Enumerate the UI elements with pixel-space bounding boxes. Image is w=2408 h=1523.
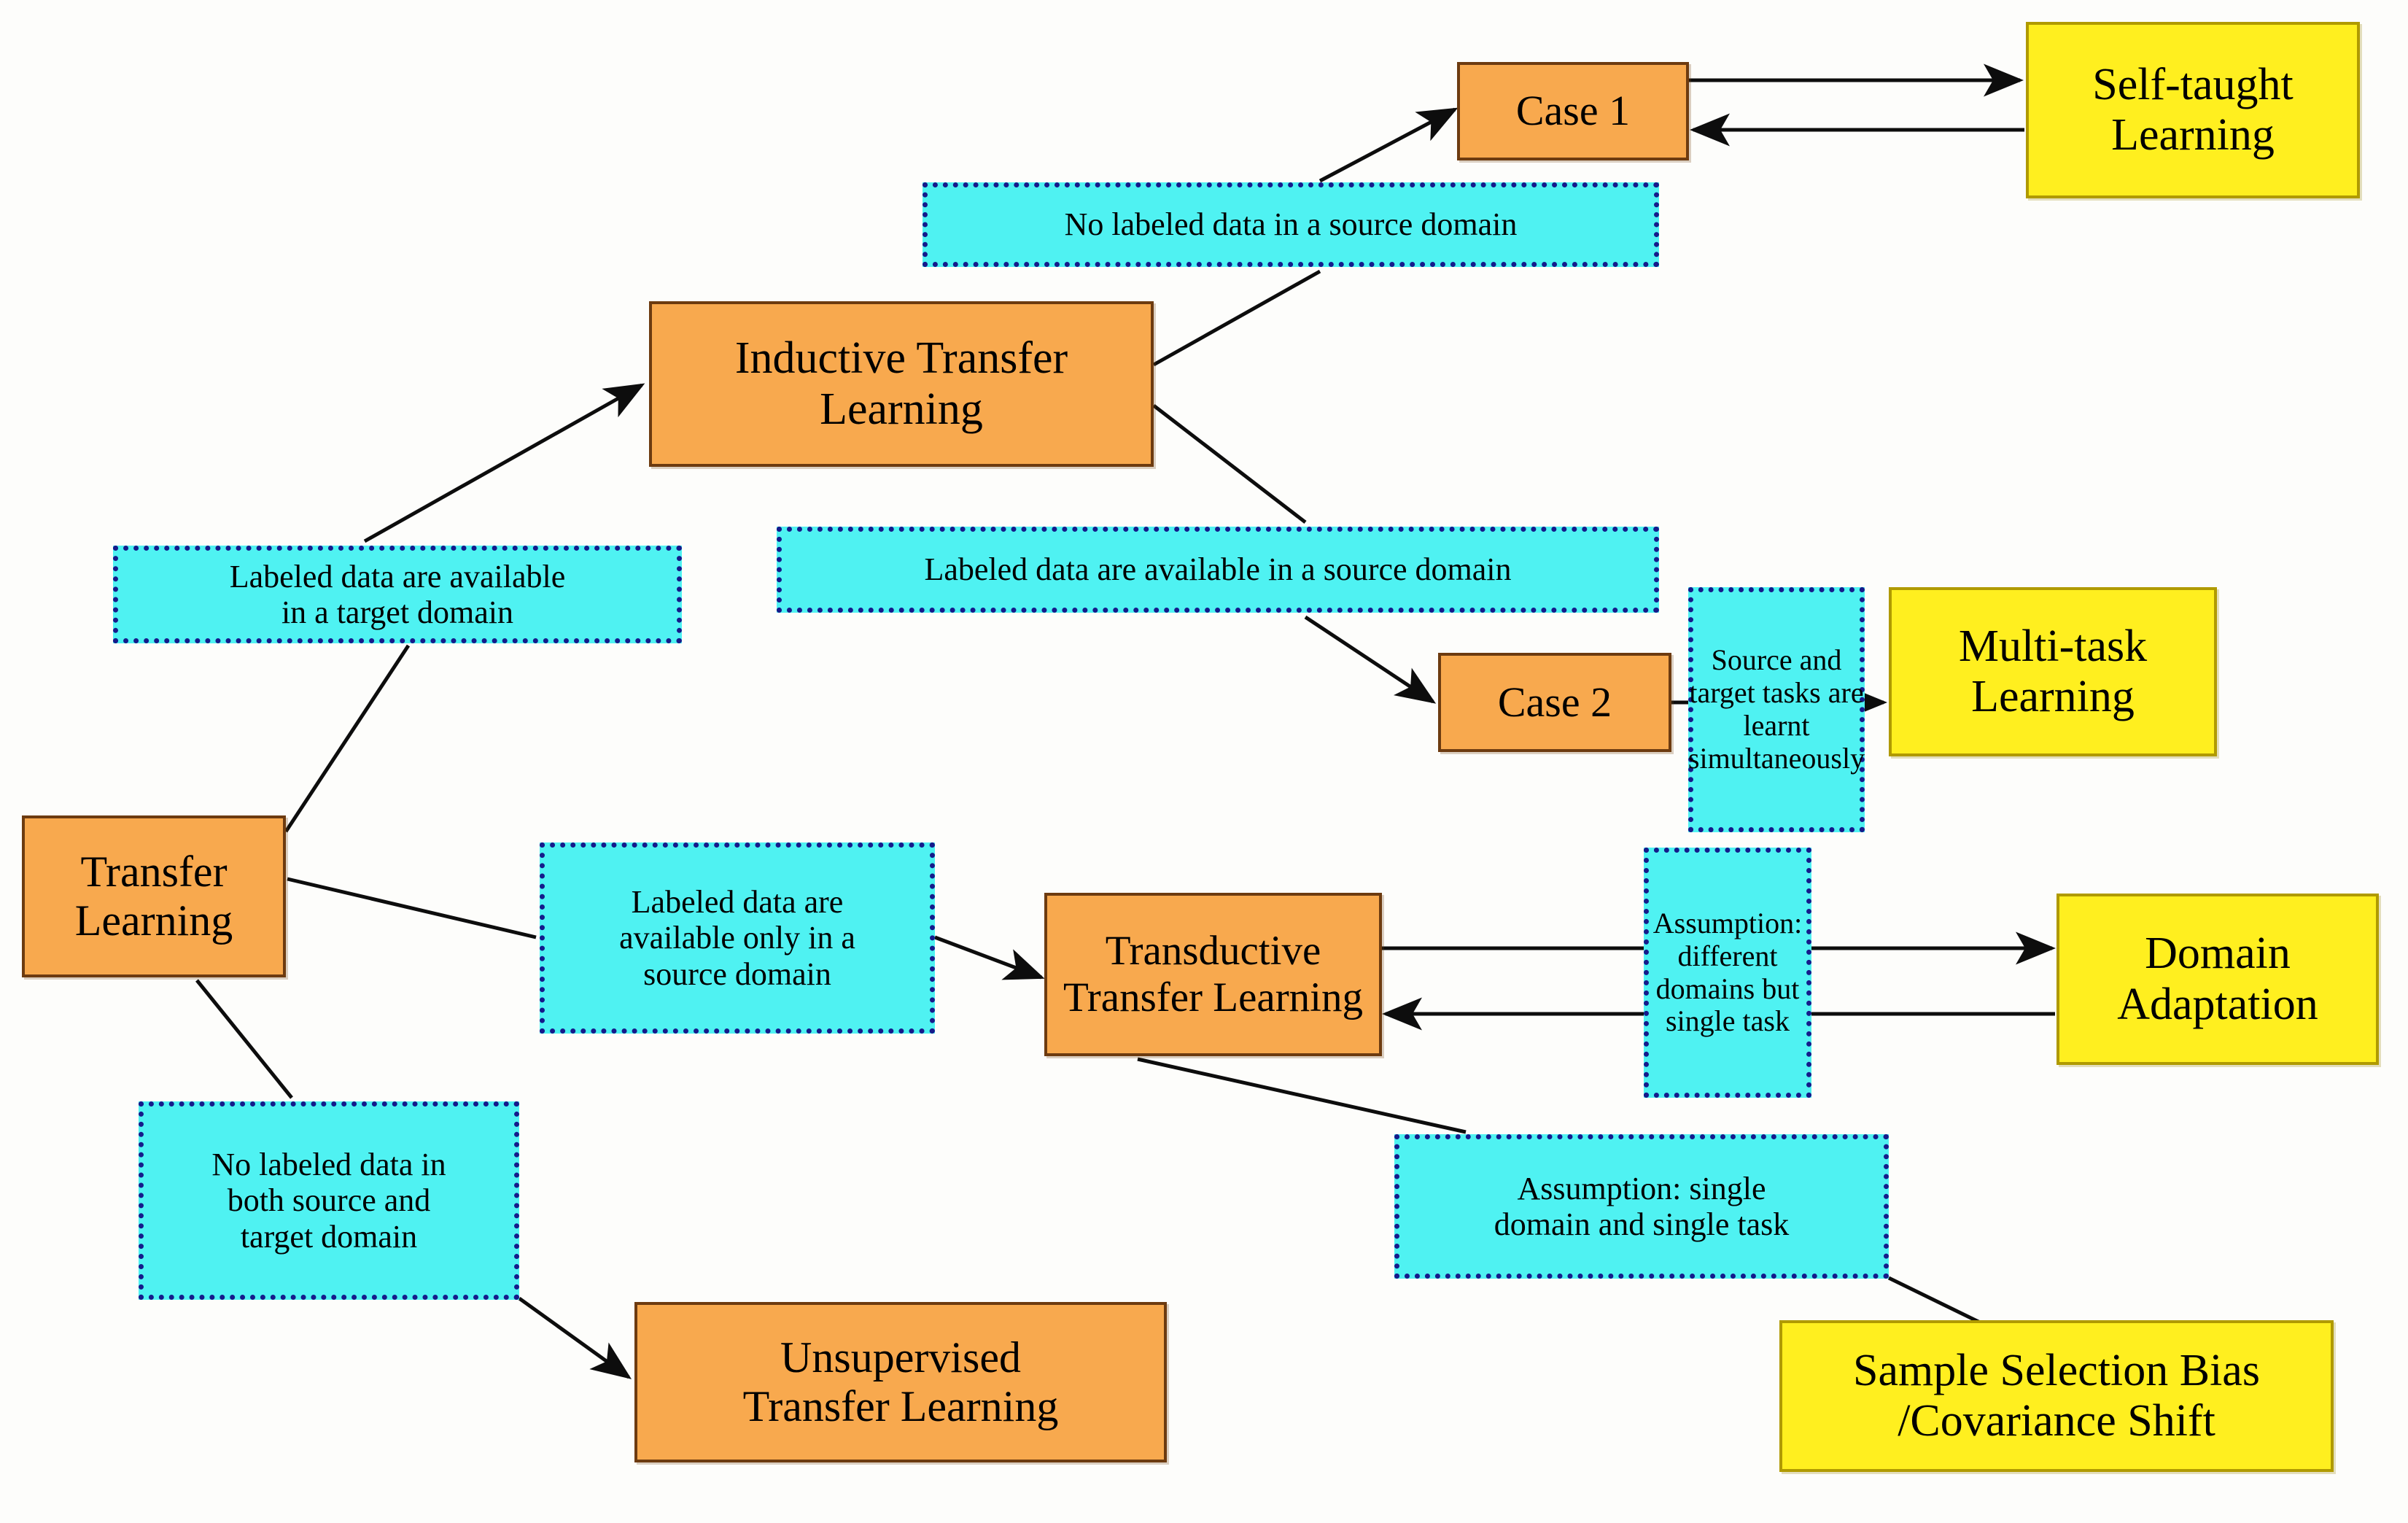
node-labeled-source-domain[interactable]: Labeled data are available in a source d… bbox=[777, 527, 1659, 613]
edge-tl-to-labeled-target bbox=[284, 644, 411, 833]
edge-labeled-target-to-inductive bbox=[363, 383, 645, 543]
node-labeled-only-source-domain[interactable]: Labeled data are available only in a sou… bbox=[540, 842, 935, 1034]
node-transfer-learning[interactable]: Transfer Learning bbox=[22, 815, 286, 977]
node-multi-task-learning[interactable]: Multi-task Learning bbox=[1889, 587, 2217, 756]
node-inductive-transfer-learning[interactable]: Inductive Transfer Learning bbox=[649, 301, 1154, 467]
node-sample-selection-bias[interactable]: Sample Selection Bias /Covariance Shift bbox=[1779, 1320, 2334, 1472]
node-no-labeled-source-domain[interactable]: No labeled data in a source domain bbox=[923, 182, 1659, 267]
node-transductive-transfer-learning[interactable]: Transductive Transfer Learning bbox=[1044, 893, 1382, 1056]
edge-transductive-to-assumption-single bbox=[1137, 1057, 1467, 1134]
node-case-2[interactable]: Case 2 bbox=[1438, 653, 1671, 752]
edge-inductive-to-labeled-source bbox=[1152, 404, 1307, 524]
edge-no-labeled-source-to-case1 bbox=[1318, 107, 1459, 183]
node-labeled-target-domain[interactable]: Labeled data are available in a target d… bbox=[113, 546, 682, 643]
node-unsupervised-transfer-learning[interactable]: Unsupervised Transfer Learning bbox=[634, 1302, 1167, 1462]
edge-labeled-only-source-to-transductive bbox=[934, 935, 1045, 980]
node-self-taught-learning[interactable]: Self-taught Learning bbox=[2026, 22, 2360, 198]
edge-tl-to-labeled-only-source bbox=[287, 877, 537, 939]
node-assumption-different-domains[interactable]: Assumption: different domains but single… bbox=[1644, 848, 1811, 1098]
node-no-labeled-both-domains[interactable]: No labeled data in both source and targe… bbox=[139, 1101, 519, 1300]
node-assumption-single-domain[interactable]: Assumption: single domain and single tas… bbox=[1394, 1134, 1889, 1279]
edge-inductive-to-no-labeled-source bbox=[1152, 269, 1321, 367]
edge-tl-to-no-labeled-both bbox=[195, 979, 293, 1099]
edge-no-labeled-both-to-unsupervised bbox=[518, 1296, 632, 1379]
node-case-1[interactable]: Case 1 bbox=[1457, 62, 1689, 160]
node-domain-adaptation[interactable]: Domain Adaptation bbox=[2056, 894, 2379, 1065]
node-source-target-simultaneous[interactable]: Source and target tasks are learnt simul… bbox=[1688, 587, 1865, 832]
edge-labeled-source-to-case2 bbox=[1304, 615, 1437, 704]
